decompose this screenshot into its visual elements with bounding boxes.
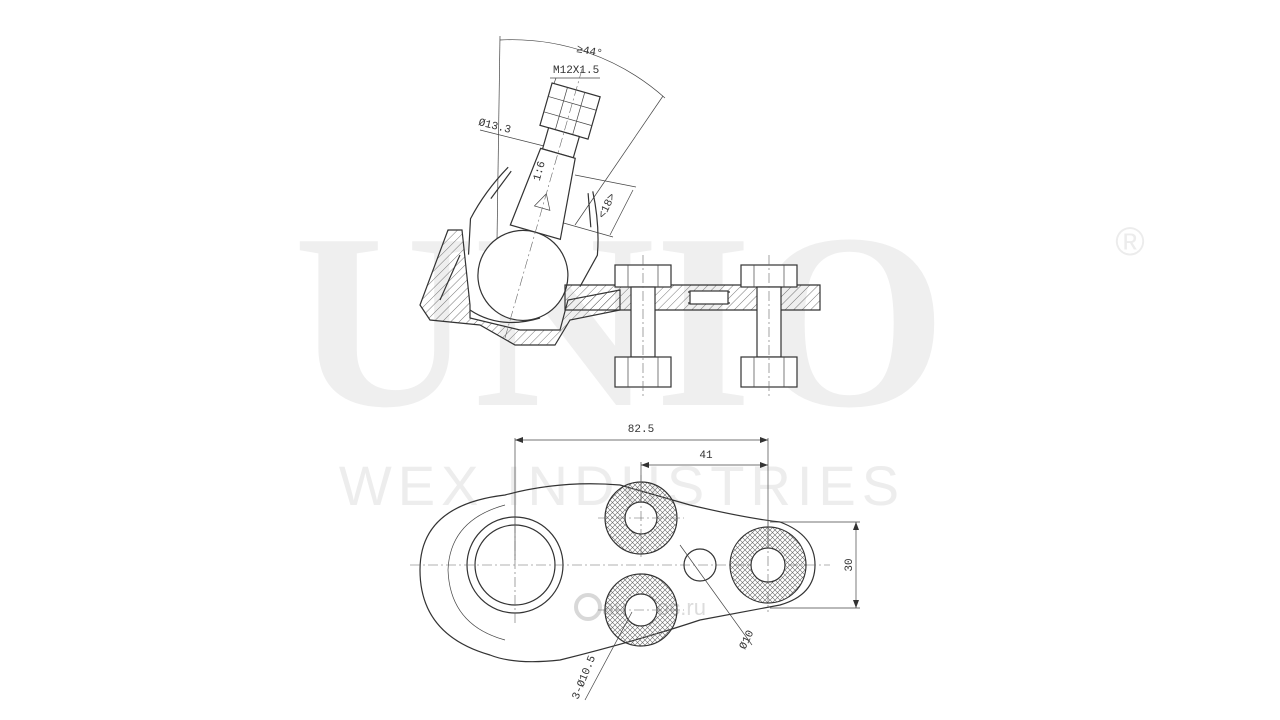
pin-insert (689, 290, 729, 305)
bolt-holes-label: 3-Ø10.5 (571, 654, 599, 701)
angle-ext-line-2 (574, 95, 664, 226)
height-ext-line-1 (574, 174, 637, 188)
pin-hole-leader (679, 544, 753, 646)
angle-ext-line-1 (496, 35, 501, 241)
bolt-holes-leader (584, 611, 633, 701)
watermark-brand: UNIO (294, 183, 947, 460)
housing-rim (447, 504, 506, 641)
angle-label: ≥44° (575, 44, 603, 60)
pin-hole-label: Ø10 (738, 629, 757, 652)
angle-arc (499, 39, 666, 99)
height-dim-line (609, 189, 634, 236)
length-holes-label: 41 (699, 450, 713, 462)
dust-boot (467, 166, 599, 287)
bolt-1 (614, 255, 672, 398)
site-logo-icon (574, 593, 602, 621)
height-ext-line-2 (559, 221, 614, 238)
length-total-label: 82.5 (628, 424, 654, 436)
stud-assembly: 1:6 (467, 68, 601, 338)
bolt-2 (740, 255, 798, 398)
width-label: 30 (844, 558, 856, 571)
taper-stud (509, 147, 576, 241)
watermark-registered-mark: ® (1115, 220, 1144, 264)
stud-centerline (504, 68, 583, 338)
section-view: ≥44° M12X1.5 Ø13.3 <18> 1:6 (419, 35, 821, 398)
thread-label: M12X1.5 (553, 65, 599, 77)
taper-label: 1:6 (532, 160, 549, 182)
arm-outline (419, 483, 816, 663)
pin-hole (683, 548, 717, 582)
housing-inner (439, 254, 541, 324)
